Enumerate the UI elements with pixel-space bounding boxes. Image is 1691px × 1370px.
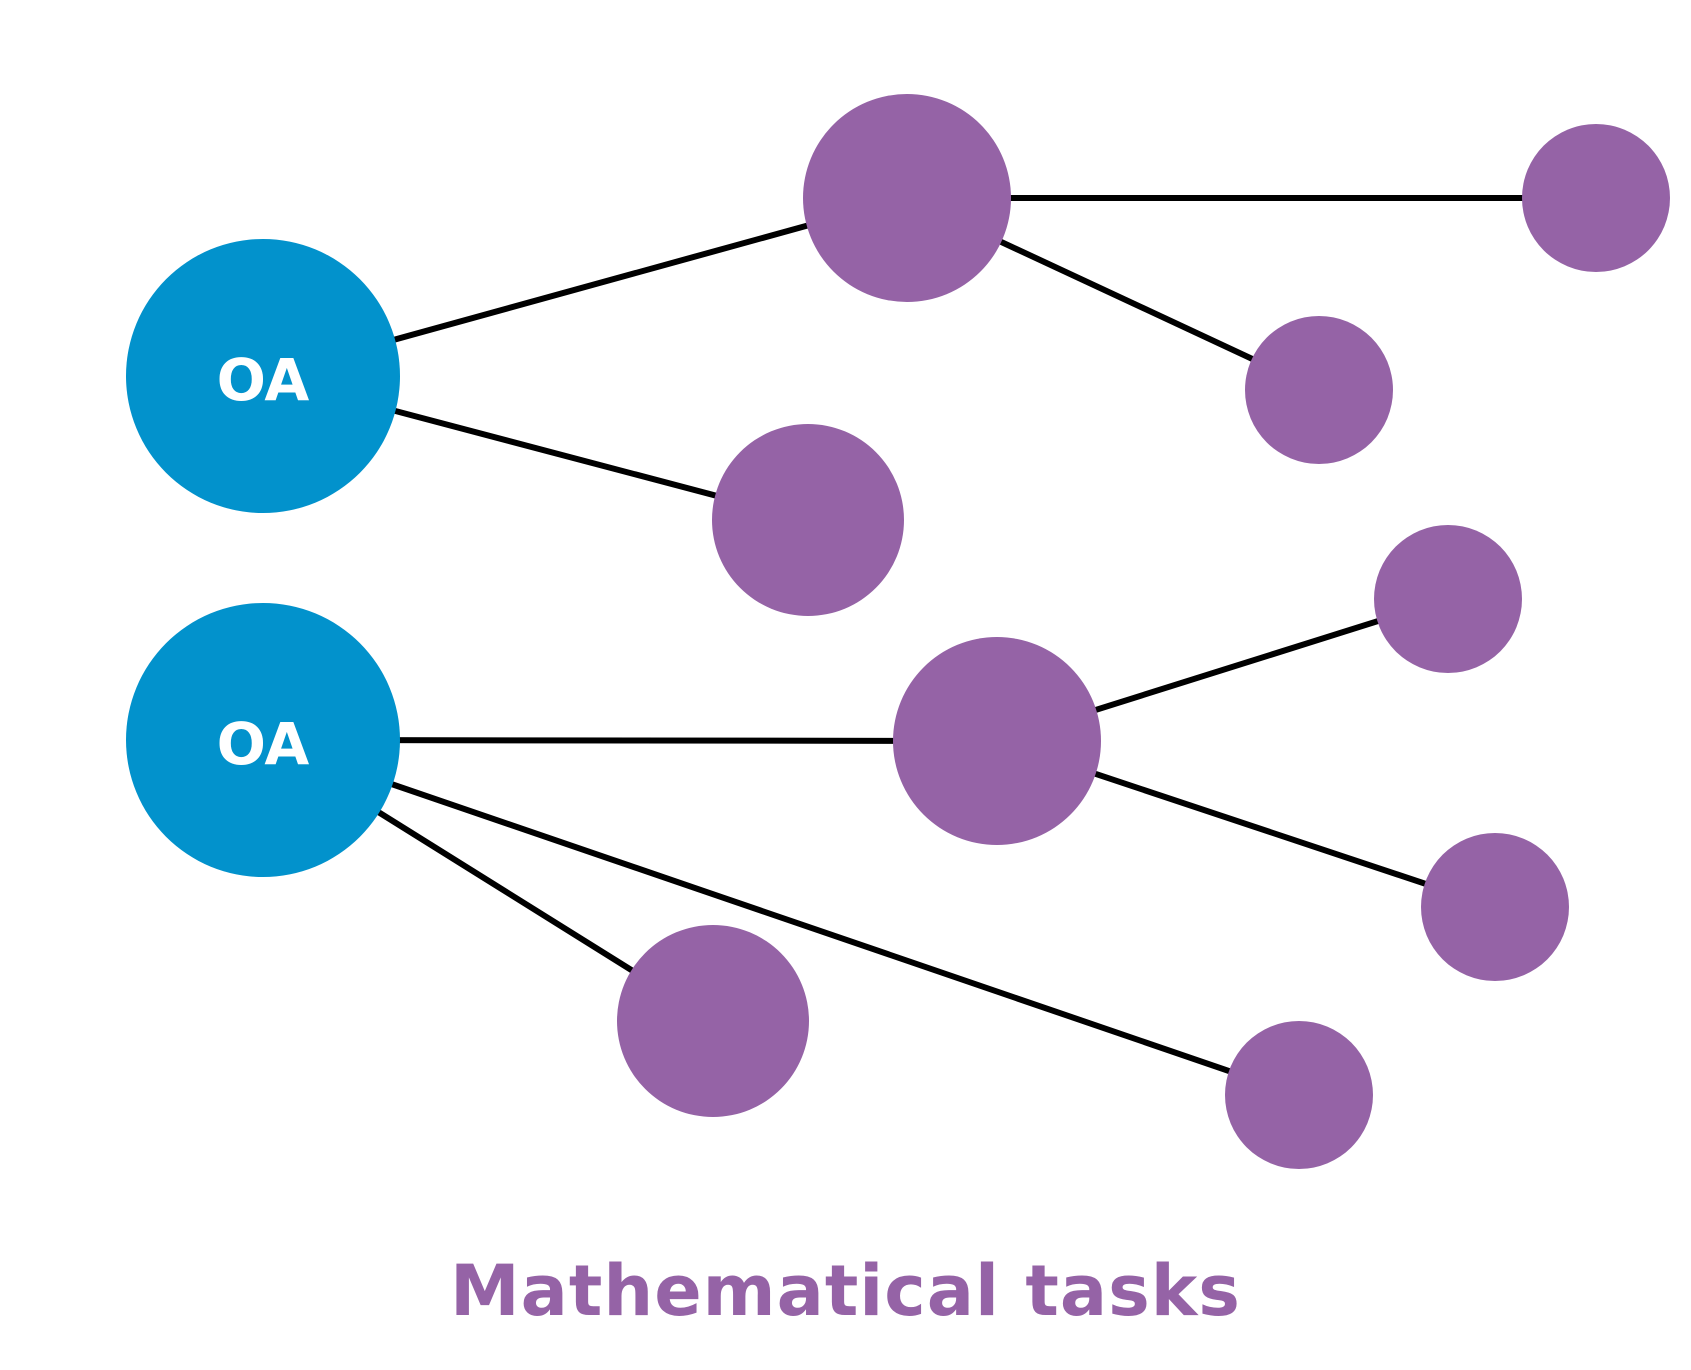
oa-node-label: OA — [217, 346, 310, 414]
nodes-layer: OA OA — [126, 94, 1670, 1169]
task-node — [1522, 124, 1670, 272]
task-node — [617, 925, 809, 1117]
oa-node-circle — [126, 603, 400, 877]
edge-oa2-t7 — [262, 737, 1300, 1098]
task-node — [803, 94, 1011, 302]
oa-node-circle — [126, 239, 400, 513]
diagram-caption: Mathematical tasks — [450, 1250, 1241, 1332]
task-node — [1225, 1021, 1373, 1169]
task-node — [712, 424, 904, 616]
oa-node-label: OA — [217, 710, 310, 778]
task-node — [1374, 525, 1522, 673]
oa-node: OA — [126, 239, 400, 513]
task-node — [1421, 833, 1569, 981]
oa-node: OA — [126, 603, 400, 877]
task-node — [1245, 316, 1393, 464]
task-node — [893, 637, 1101, 845]
